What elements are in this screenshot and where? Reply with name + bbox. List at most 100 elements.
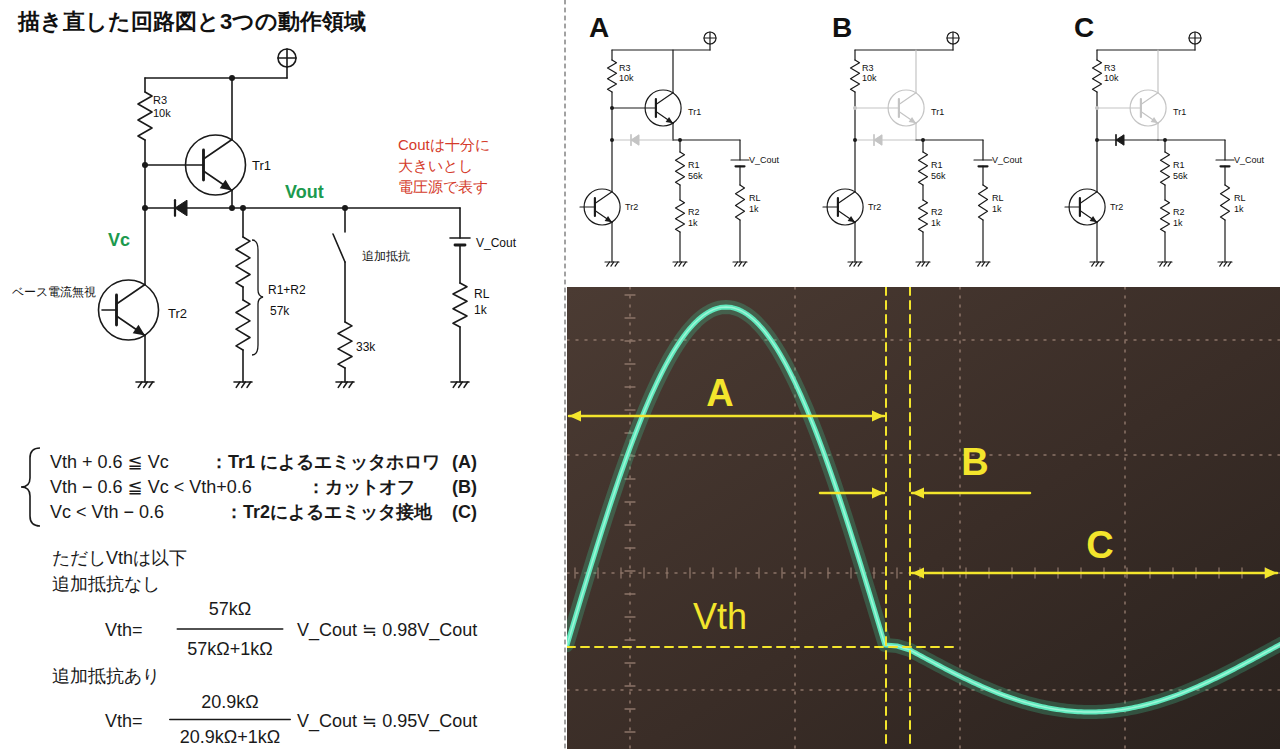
resistor-symbol: [1161, 152, 1170, 185]
region-label: C: [1086, 526, 1113, 564]
scope-grid: [625, 501, 635, 502]
wire: [144, 78, 146, 92]
diode-symbol: [874, 135, 882, 145]
transistor-symbol: [1090, 216, 1097, 222]
part-label: V_Cout: [1234, 156, 1264, 165]
wire: [1164, 232, 1165, 262]
scope-grid: [625, 616, 635, 617]
part-label: 1k: [992, 205, 1002, 214]
scope-grid: [625, 570, 635, 571]
ground-symbol: [916, 261, 930, 262]
mini-schematic: [1065, 32, 1234, 266]
wire: [231, 78, 233, 140]
part-label: Tr1: [252, 159, 271, 172]
wire: [854, 50, 855, 60]
part-label: R3: [153, 95, 167, 106]
junction-dot: [853, 106, 857, 110]
diode-symbol: [174, 200, 176, 216]
signal-name: Vc: [108, 231, 130, 249]
threshold-label: Vth: [693, 599, 747, 635]
brace: [21, 448, 40, 526]
scope-grid: [625, 731, 635, 732]
ground-symbol: [922, 262, 925, 266]
part-label: Tr1: [931, 108, 944, 117]
equation-text: Vth + 0.6 ≦ Vc: [50, 453, 169, 471]
wire: [1097, 49, 1195, 50]
transistor-symbol: [899, 93, 916, 105]
scope-grid: [896, 568, 897, 578]
wire: [679, 185, 680, 200]
transistor-symbol: [117, 316, 146, 336]
ground-symbol: [144, 382, 148, 387]
wire: [580, 206, 595, 207]
part-label: 1k: [931, 219, 941, 228]
equation-text: ：Tr2によるエミッタ接地: [225, 503, 432, 521]
transistor-symbol: [204, 171, 233, 191]
wire: [144, 336, 146, 383]
scope-grid: [1124, 287, 1126, 749]
ground-symbol: [336, 381, 354, 383]
signal-name: Vout: [285, 183, 324, 201]
transistor-symbol: [848, 216, 855, 222]
part-label: 10k: [1104, 74, 1119, 83]
equation-text: ただしVthは以下: [52, 549, 187, 567]
scope-grid: [620, 568, 621, 578]
supply-terminal: [704, 32, 716, 44]
wire: [922, 185, 923, 200]
equation-text: 追加抵抗なし: [52, 575, 160, 593]
wire: [145, 77, 287, 79]
scope-grid: [625, 639, 635, 640]
part-label: RL: [992, 194, 1004, 203]
equation-text: 20.9kΩ+1kΩ: [180, 728, 280, 746]
part-label: R3: [862, 64, 874, 73]
guide-line: [909, 287, 911, 749]
ground-symbol: [605, 261, 619, 262]
resistor-symbol: [1161, 200, 1170, 232]
resistor-symbol: [138, 92, 152, 140]
equation-text: (B): [452, 478, 477, 496]
wire: [916, 139, 983, 140]
region-label: B: [961, 443, 988, 481]
ground-symbol: [349, 382, 353, 387]
ground-symbol: [673, 261, 687, 262]
ground-symbol: [451, 381, 469, 383]
scope-grid: [827, 568, 828, 578]
transistor-symbol: [1151, 117, 1158, 123]
junction-dot: [610, 138, 614, 142]
wire: [679, 232, 680, 262]
ground-symbol: [976, 261, 990, 262]
dimension-arrow: [872, 488, 884, 499]
equation-text: 57kΩ+1kΩ: [187, 640, 272, 658]
part-label: 33k: [356, 341, 375, 353]
wire: [915, 123, 916, 140]
mini-schematic: [580, 32, 749, 266]
part-label: RL: [474, 288, 489, 300]
resistor-symbol: [338, 322, 352, 368]
resistor-symbol: [919, 152, 928, 185]
transistor-symbol: [99, 280, 159, 340]
transistor-symbol: [838, 192, 855, 204]
part-label: 1k: [474, 304, 487, 316]
ground-symbol: [858, 262, 861, 266]
part-label: 57k: [270, 305, 289, 317]
resistor-symbol: [236, 237, 250, 287]
wire: [1164, 140, 1165, 152]
part-label: RL: [1234, 194, 1246, 203]
wire: [459, 208, 461, 238]
ground-symbol: [1168, 262, 1171, 266]
equation-text: (A): [452, 453, 477, 471]
wire: [145, 164, 204, 166]
resistor-symbol: [919, 200, 928, 232]
switch-symbol: [333, 234, 345, 262]
resistor-symbol: [851, 60, 860, 92]
resistor-symbol: [1221, 185, 1230, 220]
diode-symbol: [630, 135, 632, 145]
ground-symbol: [1100, 262, 1103, 266]
wire: [952, 44, 953, 50]
wire: [982, 220, 983, 262]
battery-symbol: [731, 159, 749, 160]
ground-symbol: [679, 262, 682, 266]
region-label: A: [706, 374, 733, 412]
junction-dot: [1095, 138, 1099, 142]
